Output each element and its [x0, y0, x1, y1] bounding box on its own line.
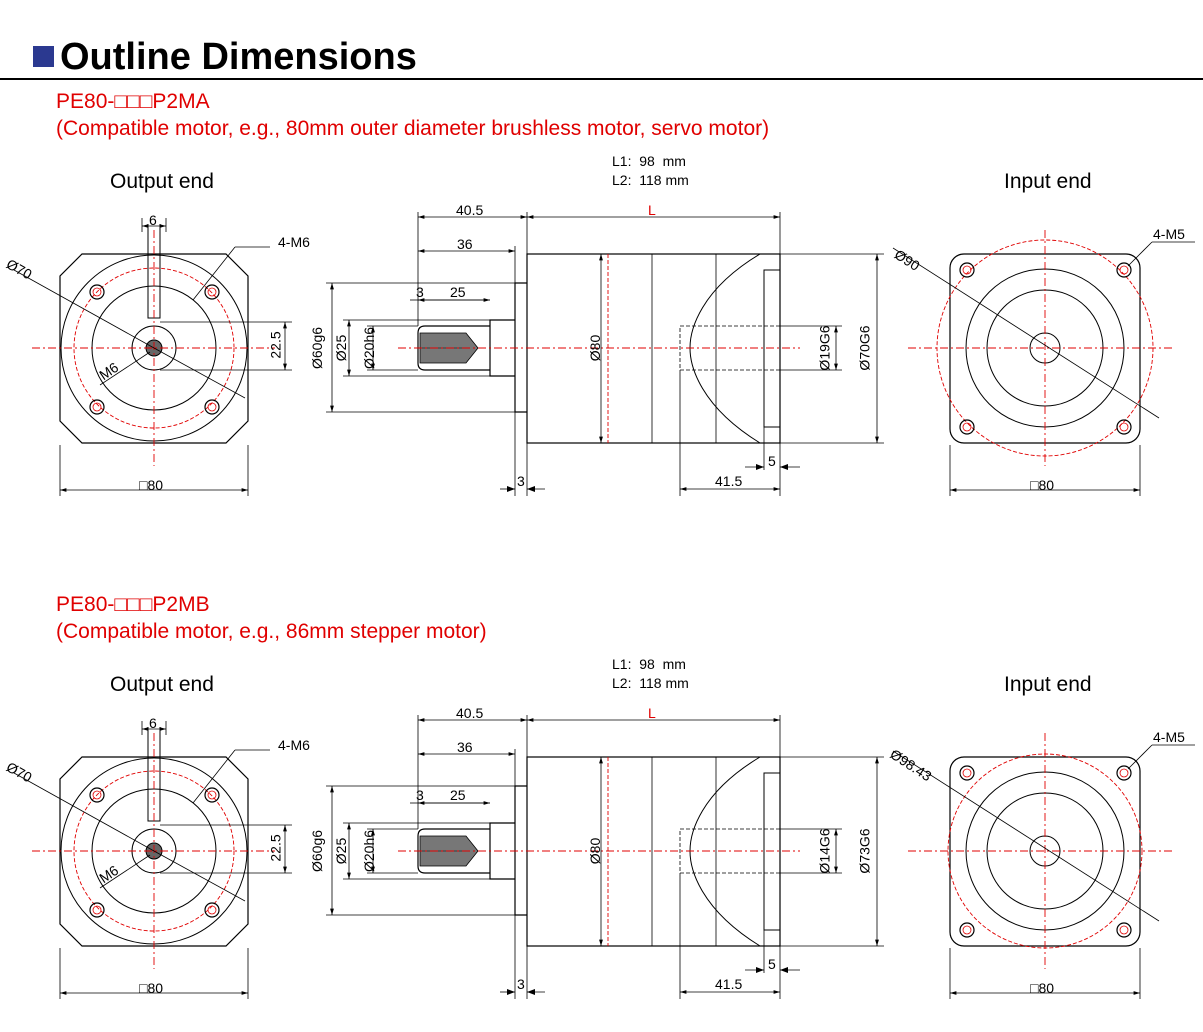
dim-41-5: 41.5	[715, 976, 743, 992]
dim-5: 5	[768, 453, 776, 469]
length-l2: L2: 118 mm	[612, 675, 689, 691]
dim-input-holes: 4-M5	[1153, 226, 1185, 242]
output-end-view	[13, 721, 292, 999]
dim-output-square: □80	[139, 477, 164, 493]
length-l1: L1: 98 mm	[612, 153, 686, 169]
model-code: PE80-□□□P2MB	[56, 593, 210, 616]
dim-41-5: 41.5	[715, 473, 743, 489]
dim-36: 36	[457, 236, 473, 252]
dim-socket-diameter: Ø73G6	[856, 828, 873, 874]
compatible-motor-note: (Compatible motor, e.g., 80mm outer diam…	[56, 117, 770, 140]
dim-shaft-diameter: Ø20h6	[361, 829, 378, 873]
compatible-motor-note: (Compatible motor, e.g., 86mm stepper mo…	[56, 620, 487, 643]
dim-40-5: 40.5	[456, 202, 484, 218]
header-rule	[0, 78, 1203, 80]
dim-input-holes: 4-M5	[1153, 729, 1185, 745]
side-view	[326, 715, 884, 999]
dim-body-diameter: Ø80	[587, 837, 604, 865]
input-end-view	[892, 230, 1195, 496]
dim-output-square: □80	[139, 980, 164, 996]
dim-3-top: 3	[416, 284, 424, 300]
model-code: PE80-□□□P2MA	[56, 90, 210, 113]
dim-3-bottom: 3	[517, 473, 525, 489]
dim-bore-diameter: Ø14G6	[816, 828, 833, 874]
side-view	[326, 212, 884, 496]
dim-input-square: □80	[1030, 980, 1055, 996]
dim-25: 25	[450, 787, 466, 803]
dim-36: 36	[457, 739, 473, 755]
dim-key-width: 6	[149, 212, 157, 228]
input-end-label: Input end	[1004, 673, 1092, 696]
title-square-bullet	[33, 46, 54, 67]
output-end-view	[13, 218, 292, 496]
dim-output-holes: 4-M6	[278, 234, 310, 250]
output-end-label: Output end	[110, 673, 214, 696]
page-title: Outline Dimensions	[60, 36, 417, 78]
length-l1: L1: 98 mm	[612, 656, 686, 672]
dim-3-top: 3	[416, 787, 424, 803]
dim-input-square: □80	[1030, 477, 1055, 493]
dim-5: 5	[768, 956, 776, 972]
dim-collar-diameter: Ø25	[333, 837, 350, 865]
dim-shaft-height: 22.5	[267, 834, 284, 862]
dim-40-5: 40.5	[456, 705, 484, 721]
page-header: Outline Dimensions	[0, 0, 1203, 80]
dim-length-l: L	[648, 202, 656, 218]
dim-key-width: 6	[149, 715, 157, 731]
dim-25: 25	[450, 284, 466, 300]
input-end-view	[892, 733, 1195, 999]
length-l2: L2: 118 mm	[612, 172, 689, 188]
dim-length-l: L	[648, 705, 656, 721]
dim-pilot-diameter: Ø60g6	[309, 829, 326, 873]
output-end-label: Output end	[110, 170, 214, 193]
dim-3-bottom: 3	[517, 976, 525, 992]
dim-output-holes: 4-M6	[278, 737, 310, 753]
input-end-label: Input end	[1004, 170, 1092, 193]
